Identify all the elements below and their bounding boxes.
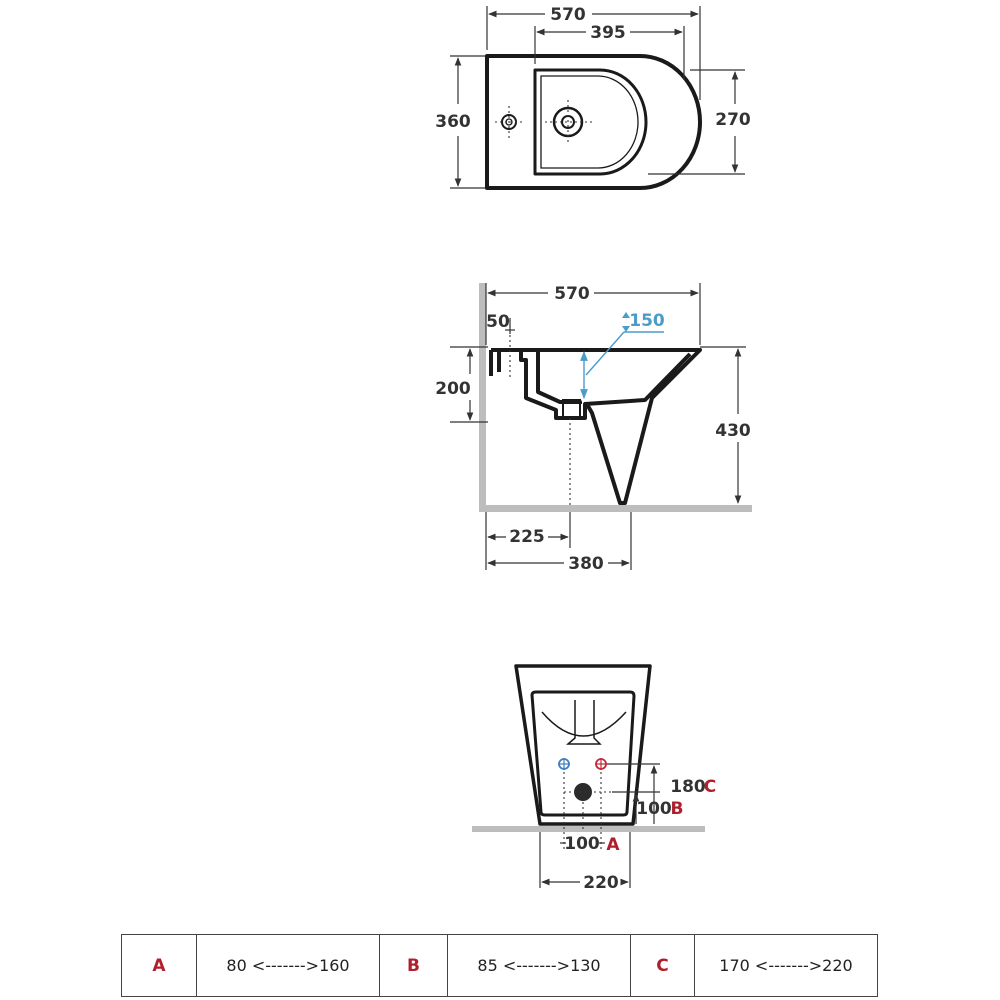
rear-view: 180 C 100 B 100 A 220 xyxy=(472,664,716,893)
spec-table: A 80 <------->160 B 85 <------->130 C 17… xyxy=(121,934,878,997)
rear-body xyxy=(514,664,652,826)
side-rim xyxy=(489,348,501,376)
top-view-outline xyxy=(485,54,702,190)
side-length-label: 570 xyxy=(554,284,590,304)
rear-bowl xyxy=(541,711,627,737)
rear-cavity xyxy=(530,690,636,817)
side-rim-depth-label: 200 xyxy=(435,379,471,399)
rear-drain-icon xyxy=(574,783,592,801)
top-view-bowl xyxy=(533,68,648,176)
side-drain-distance-label: 225 xyxy=(509,527,545,547)
top-view-bowl-inner xyxy=(540,75,639,169)
rear-inlet-spacing-tag: A xyxy=(606,835,620,855)
top-view: 570 395 360 270 xyxy=(435,5,751,190)
height-arrow-icon xyxy=(622,312,630,332)
side-drain xyxy=(562,399,581,419)
floor xyxy=(479,505,752,512)
side-base-depth-label: 380 xyxy=(568,554,604,574)
top-length-label: 570 xyxy=(550,5,586,25)
rear-drain-height-label: 100 xyxy=(636,799,672,819)
rear-drain-channel xyxy=(565,700,602,745)
spec-key-b: B xyxy=(379,934,448,997)
rear-inlet-height-label: 180 xyxy=(670,777,706,797)
side-view: 570 50 150 200 430 225 380 xyxy=(435,283,752,574)
top-width-label: 360 xyxy=(435,112,471,132)
table-row: A 80 <------->160 B 85 <------->130 C 17… xyxy=(121,934,878,997)
spec-range-c: 170 <------->220 xyxy=(694,934,878,997)
spec-key-c: C xyxy=(630,934,695,997)
rear-inlet-spacing-label: 100 xyxy=(564,834,600,854)
rear-floor xyxy=(472,826,705,832)
side-drain-height-label: 150 xyxy=(629,311,665,331)
wall xyxy=(479,283,486,511)
spec-key-a: A xyxy=(121,934,197,997)
rear-base-width-label: 220 xyxy=(583,873,619,893)
side-height-label: 430 xyxy=(715,421,751,441)
top-bowl-length-label: 395 xyxy=(590,23,626,43)
spec-range-b: 85 <------->130 xyxy=(447,934,631,997)
spec-range-a: 80 <------->160 xyxy=(196,934,380,997)
side-tap-offset-label: 50 xyxy=(486,312,510,332)
top-bowl-width-label: 270 xyxy=(715,110,751,130)
rear-drain-height-tag: B xyxy=(671,799,684,819)
side-body xyxy=(491,348,702,505)
rear-inlet-height-tag: C xyxy=(704,777,716,797)
